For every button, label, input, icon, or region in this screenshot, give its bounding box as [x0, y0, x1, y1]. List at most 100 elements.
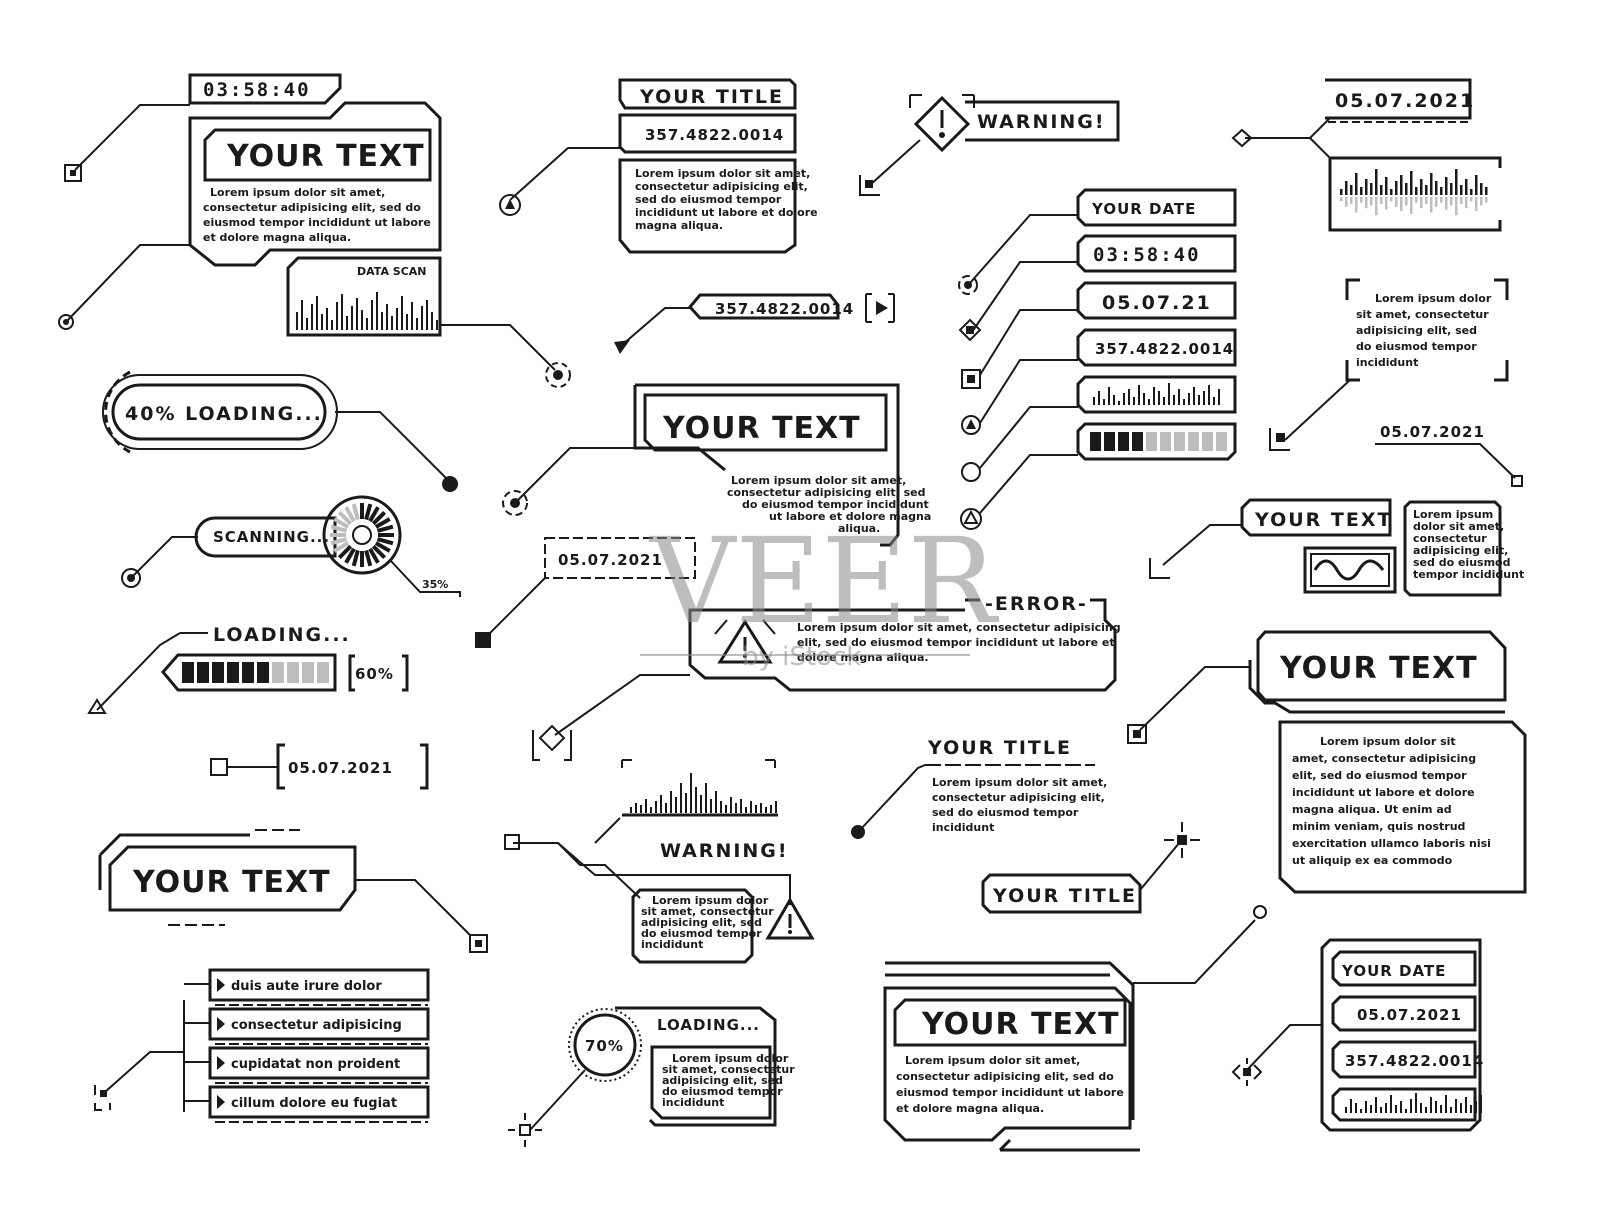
title-top-text: YOUR TITLE: [639, 86, 784, 108]
list-item-label: cillum dolore eu fugiat: [231, 1096, 397, 1111]
eq-bar: [680, 783, 682, 813]
stack-bar: [1193, 387, 1195, 405]
connector-number-play: [621, 307, 690, 346]
number-top-text: 357.4822.0014: [645, 126, 784, 144]
stack-segment-frame: [1076, 422, 1237, 461]
warning-triangle-dot: [788, 930, 792, 934]
scan-bar: [426, 300, 428, 330]
diamond-node-icon: [1231, 128, 1253, 148]
circle-node-icon: [58, 314, 74, 330]
warning-top-frame: [965, 100, 1120, 142]
brs-bar: [1465, 1097, 1467, 1113]
wave-bar: [1375, 169, 1378, 195]
stack-bar: [1108, 387, 1110, 405]
lorem-e-6: tempor incididunt: [1413, 568, 1524, 581]
connector-clock: [74, 104, 190, 171]
square-node-dot: [475, 940, 482, 947]
loading-60-segment: [212, 662, 224, 683]
title-center: YOUR TITLE: [927, 737, 1072, 759]
stack-connector-5: [979, 406, 1078, 469]
lorem-e-1: Lorem ipsum: [1413, 508, 1493, 521]
wave-reflection: [1425, 197, 1428, 204]
text-card-frame: [188, 101, 442, 267]
warning-diamond-icon: [913, 95, 971, 153]
square-node-dot: [70, 170, 76, 176]
wave-reflection: [1355, 197, 1358, 213]
scan-bar: [316, 296, 318, 330]
title-your-text-bl: YOUR TEXT: [132, 865, 331, 900]
scanning-dial-tick: [351, 503, 360, 521]
text-wave-title-frame: [1240, 498, 1392, 537]
bc-title: YOUR TEXT: [921, 1007, 1120, 1042]
eq-bar: [745, 807, 747, 813]
lorem-b-2: consectetur adipisicing elit,: [635, 180, 808, 193]
stack-equalizer-bars: [1093, 383, 1220, 405]
corner-node-dot: [865, 180, 873, 188]
stack-bar: [1168, 383, 1170, 405]
lorem-a-line-2: consectetur adipisicing elit, sed do: [203, 201, 421, 214]
stack-bar: [1178, 389, 1180, 405]
loading-60-segment: [197, 662, 209, 683]
warning-lorem-frame: [631, 888, 754, 964]
move-node-dot: [966, 326, 974, 334]
scan-bar: [436, 320, 438, 330]
date-top-right-text: 05.07.2021: [1335, 90, 1475, 112]
loading-60-segment: [227, 662, 239, 683]
eq-bar: [635, 803, 637, 813]
brs-bar: [1405, 1109, 1407, 1113]
scan-bar: [391, 316, 393, 330]
scanning-dial-tick: [376, 524, 394, 533]
square-node-dot: [1133, 730, 1141, 738]
stack-bar: [1208, 385, 1210, 405]
connector-list: [104, 1051, 184, 1093]
lorem-j-4: et dolore magna aliqua.: [896, 1102, 1044, 1115]
scanning-dial-tick: [330, 537, 348, 546]
scan-bar: [421, 306, 423, 330]
ring-node-icon: [961, 462, 981, 482]
brs-bar: [1445, 1095, 1447, 1113]
lorem-top-frame: [618, 158, 797, 254]
ring-node-dot: [127, 574, 135, 582]
title-your-text: YOUR TEXT: [226, 139, 425, 174]
stack-time-frame: [1076, 234, 1237, 273]
stack-bar: [1113, 395, 1115, 405]
stack-bar: [1218, 389, 1220, 405]
list-item-frame: [208, 1085, 430, 1119]
waveform-bars: [1340, 169, 1488, 216]
corner-node-icon: [94, 1085, 111, 1111]
scan-bar: [401, 296, 403, 330]
triangle-ring-inner: [963, 509, 979, 524]
brs-bar: [1440, 1105, 1442, 1113]
triangle-ring-node-icon: [960, 508, 982, 530]
wave-bar: [1365, 179, 1368, 195]
brs-bar: [1370, 1105, 1372, 1113]
hud-loading-60: LOADING... 60%: [87, 624, 409, 714]
lorem-d-5: incididunt: [1356, 356, 1418, 369]
corner-node-dot: [1276, 433, 1285, 442]
chevron-right-icon: [217, 1056, 225, 1070]
brs-date-frame: [1331, 995, 1477, 1032]
list-item-label: duis aute irure dolor: [231, 979, 382, 994]
eq-bar: [750, 801, 752, 813]
loading-60-segment: [242, 662, 254, 683]
loading-70-dotted-ring: [568, 1008, 642, 1082]
wave-bar: [1455, 169, 1458, 195]
lorem-b-4: incididunt ut labore et dolore: [635, 206, 818, 219]
wave-bar: [1370, 183, 1373, 195]
wave-bar: [1355, 173, 1358, 195]
wave-reflection: [1385, 197, 1388, 210]
brs-bar: [1395, 1105, 1397, 1113]
brs-bar: [1350, 1099, 1352, 1113]
wave-bar: [1380, 185, 1383, 195]
loading-label: LOADING...: [213, 624, 351, 646]
lorem-e-5: sed do eiusmod: [1413, 556, 1510, 569]
arrow-node-icon: [614, 340, 630, 354]
stack-bar: [1198, 395, 1200, 405]
stack-segment: [1090, 432, 1101, 451]
corner-node-icon: [1269, 428, 1290, 451]
center-card-outer: [635, 383, 900, 547]
connector-loading-70: [529, 1069, 586, 1131]
outer-bracket: [98, 833, 250, 890]
scan-bar: [306, 318, 308, 330]
